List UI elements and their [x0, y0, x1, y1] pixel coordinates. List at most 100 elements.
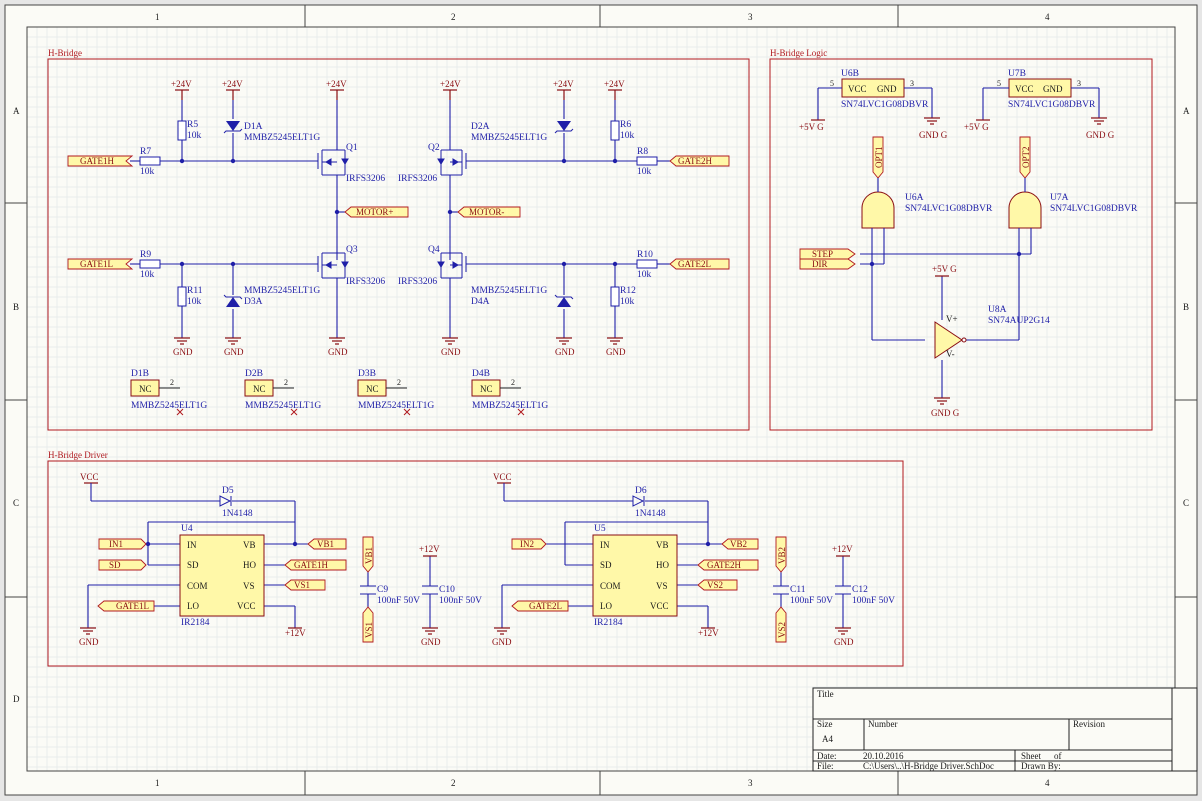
- u8a-triangle: [934, 321, 963, 359]
- driver-left-caps: C9 100nF 50V C10 100nF 50V +12V: [360, 544, 482, 606]
- row-label-right-b: B: [1183, 302, 1189, 312]
- port-gate1l[interactable]: GATE1L: [67, 258, 134, 270]
- u4-pin-vcc: VCC: [237, 601, 256, 611]
- q3-part: IRFS3206: [346, 277, 385, 287]
- port-vs2-vertical[interactable]: VS2: [775, 606, 787, 643]
- nc-d1b-ref: D1B: [131, 369, 149, 379]
- r7-ref: R7: [140, 147, 151, 157]
- port-motor-plus[interactable]: MOTOR+: [344, 206, 409, 218]
- u8a-ref: U8A: [988, 305, 1007, 315]
- driver-right-power: +12V GND GND: [492, 627, 854, 647]
- port-vs1[interactable]: VS1: [284, 579, 326, 591]
- u7b-wires: [982, 87, 1100, 120]
- u4-pin-com: COM: [187, 581, 208, 591]
- d4a-part: MMBZ5245ELT1G: [471, 286, 547, 296]
- zone-labels: 1 2 3 4 1 2 3 4 A B C D A B C D: [13, 12, 1190, 788]
- u6b-vcc-pin: VCC: [848, 84, 867, 94]
- u4-body: [179, 534, 265, 617]
- port-in2[interactable]: IN2: [511, 538, 547, 550]
- r10-body: [636, 259, 658, 269]
- of-label: of: [1054, 751, 1062, 761]
- gnd-label-r12: GND: [606, 347, 626, 357]
- port-gate1l-driver[interactable]: GATE1L: [97, 600, 155, 612]
- port-motor-minus[interactable]: MOTOR-: [457, 206, 521, 218]
- port-vb1[interactable]: VB1: [307, 538, 347, 550]
- r5-ref: R5: [187, 120, 198, 130]
- col-label-bottom-2: 2: [451, 778, 456, 788]
- port-vb1-vertical[interactable]: VB1: [362, 536, 374, 573]
- nc-d1b: D1B NC 2 MMBZ5245ELT1G: [130, 369, 207, 416]
- d2a-ref: D2A: [471, 122, 490, 132]
- driver-right-wires: [501, 483, 844, 628]
- port-vb2-vertical-label: VB2: [777, 547, 787, 564]
- driver-right-junctions: [705, 541, 711, 547]
- driver-left-junctions: [145, 541, 298, 547]
- d3a-ref: D3A: [244, 297, 263, 307]
- port-gate1h[interactable]: GATE1H: [67, 155, 134, 167]
- c12-gnd-label: GND: [834, 637, 854, 647]
- r12-ref: R12: [620, 286, 636, 296]
- port-vb2-vertical[interactable]: VB2: [775, 536, 787, 573]
- u4-pin-sd: SD: [187, 560, 199, 570]
- u7b-rails: +5V G GND G: [964, 117, 1115, 140]
- port-in2-label: IN2: [520, 539, 534, 549]
- port-vs1-vertical[interactable]: VS1: [362, 606, 374, 643]
- port-gate2l-driver[interactable]: GATE2L: [511, 600, 569, 612]
- r5-value: 10k: [187, 131, 202, 141]
- port-opt2[interactable]: OPT2: [1019, 136, 1031, 179]
- c9-ref: C9: [377, 585, 388, 595]
- vcc-label-right: VCC: [493, 472, 512, 482]
- port-opt1[interactable]: OPT1: [872, 136, 884, 179]
- d1a-symbol: [223, 121, 243, 134]
- port-vb2-label: VB2: [730, 539, 747, 549]
- c11-value: 100nF 50V: [790, 596, 833, 606]
- number-label: Number: [868, 719, 898, 729]
- port-dir[interactable]: DIR: [799, 258, 856, 270]
- grid: [27, 27, 1175, 771]
- q3-symbol: [317, 252, 349, 279]
- u4-pin-vb: VB: [243, 540, 256, 550]
- port-step[interactable]: STEP: [799, 248, 856, 260]
- u8a-5vg-label: +5V G: [932, 264, 957, 274]
- port-gate1h-driver[interactable]: GATE1H: [284, 559, 347, 571]
- hbridge-sheet-box: [47, 58, 750, 431]
- d6-ref: D6: [635, 486, 647, 496]
- d1a-ref: D1A: [244, 122, 263, 132]
- rail-24v-r5: +24V: [171, 79, 192, 89]
- port-vs2[interactable]: VS2: [697, 579, 738, 591]
- revision-label: Revision: [1073, 719, 1106, 729]
- c12-value: 100nF 50V: [852, 596, 895, 606]
- r12-value: 10k: [620, 297, 635, 307]
- port-gate1l-driver-label: GATE1L: [116, 601, 149, 611]
- port-gate2h-driver[interactable]: GATE2H: [697, 559, 759, 571]
- d2a-symbol: [554, 121, 574, 134]
- title-label: Title: [817, 689, 834, 699]
- row-label-left-b: B: [13, 302, 19, 312]
- u5-pin-ho: HO: [656, 560, 669, 570]
- q4-ref: Q4: [428, 245, 440, 255]
- port-vb2[interactable]: VB2: [721, 538, 759, 550]
- date-value: 20.10.2016: [863, 751, 904, 761]
- port-gate2h[interactable]: GATE2H: [669, 155, 730, 167]
- driver-right-ports: IN2 GATE2L VB2 GATE2H VS2 VB2 VS2: [511, 536, 787, 643]
- port-vs2-vertical-label: VS2: [777, 622, 787, 638]
- c10-12v-label: +12V: [419, 544, 440, 554]
- port-gate2l[interactable]: GATE2L: [669, 258, 730, 270]
- port-sd[interactable]: SD: [98, 559, 147, 571]
- port-vb1-vertical-label: VB1: [364, 547, 374, 564]
- title-block: Title Size A4 Number Revision Date: 20.1…: [812, 687, 1198, 772]
- r9-value: 10k: [140, 270, 155, 280]
- d1a-part: MMBZ5245ELT1G: [244, 133, 320, 143]
- c10-gnd-label: GND: [421, 637, 441, 647]
- d5-diode: D5 1N4148: [219, 486, 253, 519]
- nc-d2b-pin: 2: [284, 378, 288, 387]
- hbridge-wires: [130, 100, 670, 338]
- drawn-by-label: Drawn By:: [1021, 761, 1061, 771]
- port-in1[interactable]: IN1: [98, 538, 147, 550]
- u4-pin-lo: LO: [187, 601, 199, 611]
- u5-gnd-label: GND: [492, 637, 512, 647]
- u6b-gnd-pin: GND: [877, 84, 897, 94]
- d4a-ref: D4A: [471, 297, 490, 307]
- c11-ref: C11: [790, 585, 806, 595]
